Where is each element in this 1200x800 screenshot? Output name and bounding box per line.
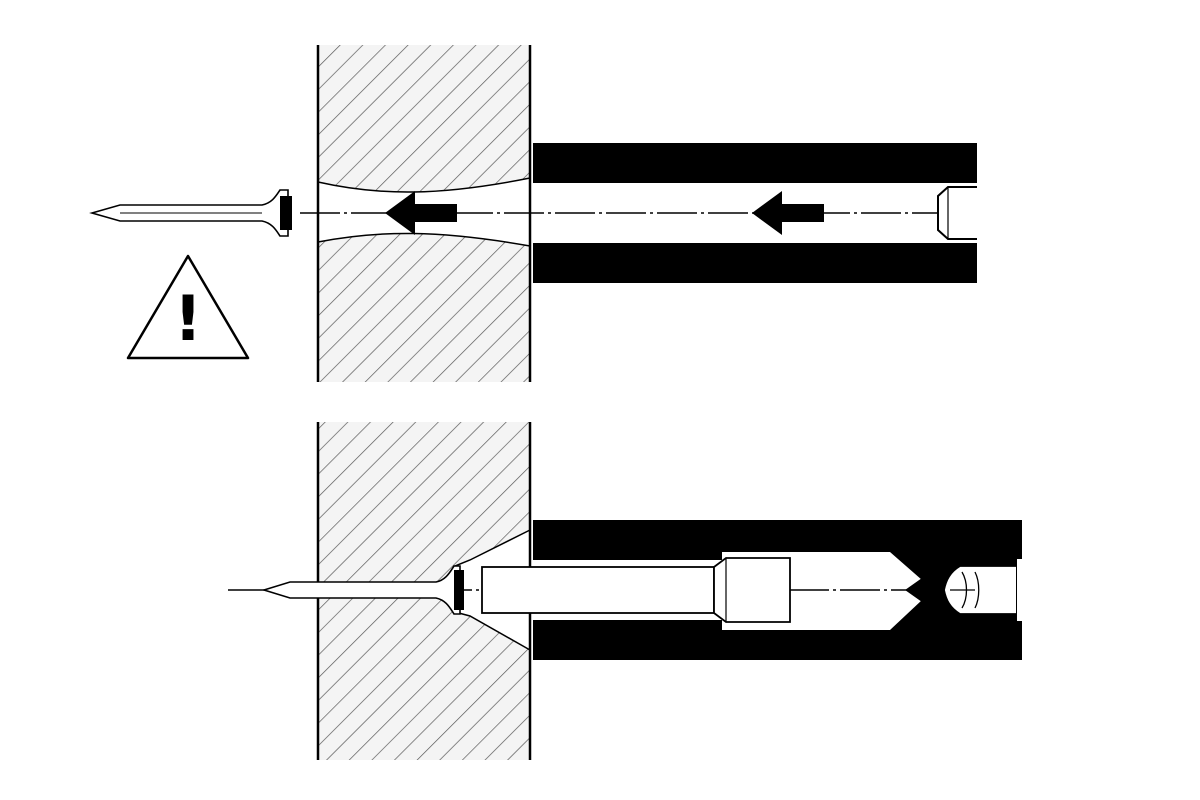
panel-bottom-correct-fastening — [228, 422, 1022, 760]
fastener-nail-embedded — [261, 565, 464, 615]
tool-barrel — [533, 520, 1022, 660]
tool-barrel — [533, 143, 977, 283]
piston-tip — [937, 186, 977, 240]
panel-top-misfire: ! — [89, 45, 977, 382]
fastener-nail-ejected — [89, 189, 292, 237]
warning-triangle-icon: ! — [126, 254, 250, 360]
direction-arrow — [752, 191, 824, 235]
cartridge-icon — [943, 557, 1022, 623]
warning-glyph: ! — [174, 282, 202, 355]
direction-arrow — [905, 578, 940, 602]
piston — [481, 557, 791, 623]
